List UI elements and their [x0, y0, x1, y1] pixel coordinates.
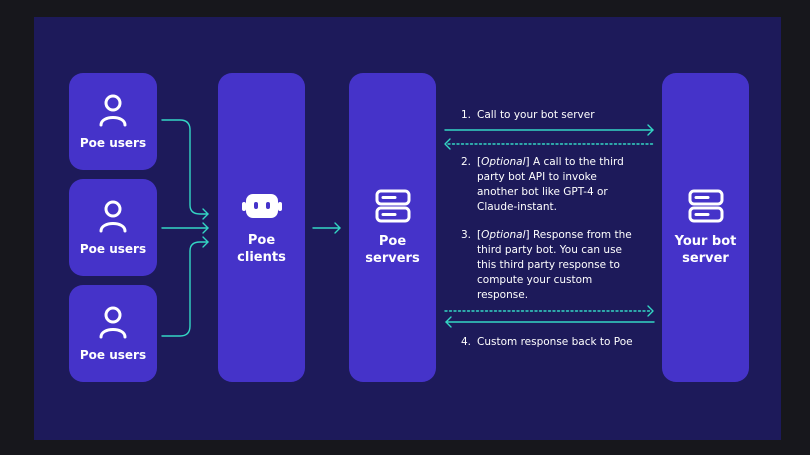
step-number: 4.: [461, 336, 472, 348]
arrow-step4-head: [445, 316, 452, 328]
server-icon: [375, 189, 410, 222]
step-3-line-2: third party bot. You can use: [477, 244, 623, 256]
server-icon: [688, 189, 723, 222]
step-3-text: 3. [Optional] Response from the: [461, 228, 632, 243]
arrow-user1-to-clients-head: [202, 208, 209, 220]
step-4-text: 4. Custom response back to Poe: [461, 335, 633, 350]
arrow-user3-to-clients: [161, 241, 209, 337]
user-icon: [99, 94, 127, 126]
step-2-line-4: Claude-instant.: [477, 201, 557, 213]
step-3-line-5: response.: [477, 289, 529, 301]
step-3-line-4: compute your custom: [477, 274, 593, 286]
arrow-user2-to-clients-head: [202, 222, 209, 234]
poe-clients-box: Poe clients: [218, 73, 305, 382]
step-text-suffix: ] Response from the: [525, 229, 632, 241]
poe-clients-label: Poe clients: [237, 232, 286, 265]
arrow-step1-head: [647, 124, 654, 136]
arrow-user3-to-clients-head: [202, 236, 209, 248]
bot-server-label: Your bot server: [674, 233, 737, 266]
arrow-clients-to-servers-head: [334, 222, 341, 234]
step-number: 3.: [461, 229, 472, 241]
step-text: [: [477, 156, 482, 168]
poe-users-label: Poe users: [79, 135, 147, 150]
step-text: Call to your bot server: [477, 109, 595, 121]
bot-server-box: Your bot server: [662, 73, 749, 382]
step-italic: Optional: [481, 156, 526, 168]
poe-users-label: Poe users: [79, 241, 147, 256]
step-3-line-3: this third party response to: [477, 259, 620, 271]
poe-users-box-3: Poe users: [69, 285, 157, 382]
step-2-text: 2. [Optional] A call to the third: [461, 155, 624, 170]
step-number: 2.: [461, 156, 472, 168]
robot-icon: [241, 193, 282, 218]
poe-servers-box: Poe servers: [349, 73, 436, 382]
arrow-step3-head: [647, 305, 654, 317]
user-icon: [99, 200, 127, 232]
poe-servers-label: Poe servers: [365, 233, 420, 266]
poe-users-label: Poe users: [79, 347, 147, 362]
step-text: [: [477, 229, 482, 241]
step-text: Custom response back to Poe: [477, 336, 633, 348]
step-italic: Optional: [481, 229, 526, 241]
arrow-step2-head: [444, 138, 451, 150]
step-text-suffix: ] A call to the third: [525, 156, 624, 168]
step-number: 1.: [461, 109, 472, 121]
step-2-line-3: another bot like GPT-4 or: [477, 186, 608, 198]
user-icon: [99, 306, 127, 338]
step-1-text: 1. Call to your bot server: [461, 108, 595, 123]
poe-users-box-1: Poe users: [69, 73, 157, 170]
arrow-user1-to-clients: [161, 119, 209, 215]
step-2-line-2: party bot API to invoke: [477, 171, 597, 183]
poe-users-box-2: Poe users: [69, 179, 157, 276]
